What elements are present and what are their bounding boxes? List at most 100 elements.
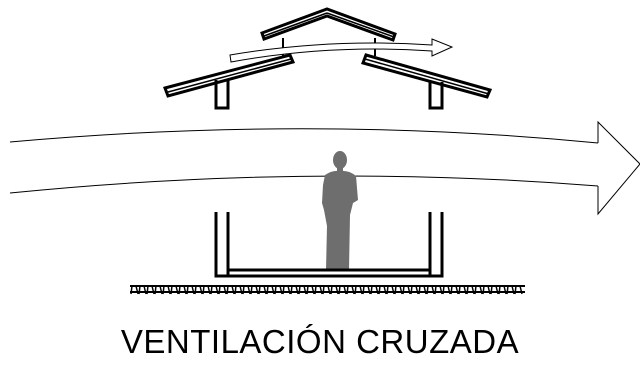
- ground-hatch-mark: [183, 285, 187, 295]
- ground-hatch-mark: [218, 285, 221, 295]
- ground-hatch-mark: [399, 285, 403, 295]
- ground-hatch-mark: [202, 285, 205, 295]
- ground-hatch-mark: [506, 285, 509, 295]
- ground-hatch-mark: [354, 285, 357, 295]
- ground-hatch-mark: [394, 285, 397, 295]
- ground-hatch-mark: [343, 285, 347, 295]
- ground-hatch-mark: [519, 285, 523, 295]
- ground-hatch-mark: [386, 285, 389, 295]
- ground-hatch-mark: [383, 285, 387, 295]
- ground-hatch-mark: [447, 285, 451, 295]
- ground-hatch-mark: [271, 285, 275, 295]
- ground-line: [130, 285, 525, 295]
- ground-hatch-mark: [234, 285, 237, 295]
- ground-hatch-mark: [402, 285, 405, 295]
- ground-hatch-mark: [250, 285, 253, 295]
- ground-hatch-mark: [255, 285, 259, 295]
- ground-hatch-mark: [258, 285, 261, 295]
- roof-left-post: [214, 80, 230, 110]
- ground-hatch-mark: [279, 285, 283, 295]
- roof: [163, 7, 493, 110]
- ground-hatch-mark: [327, 285, 331, 295]
- ground-hatch-mark: [322, 285, 325, 295]
- room-section: [214, 212, 444, 278]
- ground-hatch-mark: [375, 285, 379, 295]
- ground-hatch-mark: [266, 285, 269, 295]
- ground-hatch-mark: [490, 285, 493, 295]
- ground-hatch-mark: [474, 285, 477, 295]
- ground-hatch-mark: [263, 285, 267, 295]
- ground-hatch-mark: [138, 285, 141, 295]
- ground-hatch-mark: [426, 285, 429, 295]
- ground-hatch-mark: [159, 285, 163, 295]
- ground-hatch-mark: [151, 285, 155, 295]
- roof-airflow-arrow-icon: [229, 38, 454, 63]
- ground-hatch-mark: [167, 285, 171, 295]
- ground-hatch-mark: [463, 285, 467, 295]
- roof-ridge-inner-right: [326, 12, 395, 38]
- ground-hatch-mark: [482, 285, 485, 295]
- ground-hatch-mark: [247, 285, 251, 295]
- ground-hatch-mark: [210, 285, 213, 295]
- ground-hatch-mark: [410, 285, 413, 295]
- ground-hatch-mark: [495, 285, 499, 295]
- ground-hatch-mark: [239, 285, 243, 295]
- roof-right-post: [428, 82, 444, 110]
- diagram-caption: VENTILACIÓN CRUZADA: [120, 323, 520, 360]
- ground-hatch-mark: [231, 285, 235, 295]
- ground-hatch-mark: [450, 285, 453, 295]
- ground-hatch-mark: [346, 285, 349, 295]
- ground-hatch-mark: [479, 285, 483, 295]
- ground-hatch-mark: [503, 285, 507, 295]
- ground-hatch-mark: [407, 285, 411, 295]
- ground-hatch-mark: [330, 285, 333, 295]
- ground-hatch-mark: [514, 285, 517, 295]
- ground-hatch-mark: [143, 285, 147, 295]
- ground-hatch-mark: [135, 285, 139, 295]
- ground-hatch-mark: [431, 285, 435, 295]
- ground-hatch-mark: [423, 285, 427, 295]
- ground-hatch-mark: [434, 285, 437, 295]
- room-left-wall: [214, 212, 230, 278]
- ground-hatch-mark: [191, 285, 195, 295]
- ground-hatch-mark: [282, 285, 285, 295]
- ground-hatch-mark: [186, 285, 189, 295]
- ground-hatch-mark: [391, 285, 395, 295]
- ground-hatch-mark: [458, 285, 461, 295]
- ground-hatch-mark: [498, 285, 501, 295]
- ground-hatch-mark: [154, 285, 157, 295]
- ground-hatch-mark: [455, 285, 459, 295]
- ground-hatch-mark: [362, 285, 365, 295]
- ground-hatch-mark: [487, 285, 491, 295]
- ground-hatch-mark: [295, 285, 299, 295]
- ground-hatch-mark: [359, 285, 363, 295]
- roof-right-slab-inner-line: [364, 58, 490, 95]
- roof-ridge-inner-left: [263, 12, 328, 37]
- ground-hatch-mark: [367, 285, 371, 295]
- ground-hatch-mark: [311, 285, 315, 295]
- ground-hatch-mark: [146, 285, 149, 295]
- ground-hatch-mark: [130, 285, 133, 295]
- wind-flow-arrow-icon: [9, 120, 640, 216]
- ground-hatch-mark: [226, 285, 229, 295]
- ground-hatch-mark: [439, 285, 443, 295]
- ground-hatch-mark: [511, 285, 515, 295]
- ground-hatch-mark: [287, 285, 291, 295]
- ground-hatch-mark: [242, 285, 245, 295]
- ground-hatch-mark: [170, 285, 173, 295]
- ground-hatch-mark: [415, 285, 419, 295]
- ground-hatch-mark: [223, 285, 227, 295]
- roof-left-slab-inner-line: [167, 58, 292, 93]
- ground-hatch-mark: [215, 285, 219, 295]
- ground-hatch-mark: [194, 285, 197, 295]
- ground-hatch-mark: [319, 285, 323, 295]
- ground-hatch-mark: [290, 285, 293, 295]
- ground-hatch-mark: [274, 285, 277, 295]
- wind-arrow-lower-edge: [9, 175, 599, 194]
- wind-arrow-upper-edge: [9, 128, 599, 144]
- ground-hatch-mark: [178, 285, 181, 295]
- roof-ridge-cap: [260, 7, 397, 42]
- room-right-wall: [428, 212, 444, 278]
- ground-hatch-mark: [378, 285, 381, 295]
